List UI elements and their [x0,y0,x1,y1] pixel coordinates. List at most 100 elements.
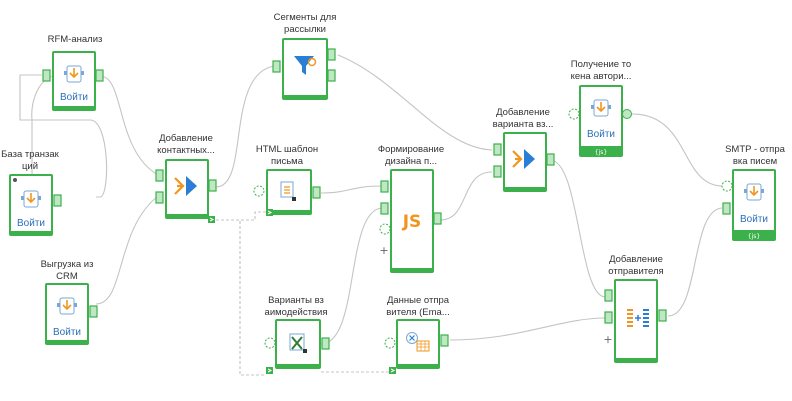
link-addvariant-addsender [549,159,606,298]
node-crm-title-1: Выгрузка из [41,259,94,270]
node-status-bar [580,146,622,156]
link-rfm-contacts [99,75,159,176]
expand-chevron-icon[interactable] [266,209,273,216]
node-smtp-title-2: вка писем [733,156,777,167]
node-variants-title-2: аимодействия [265,307,328,318]
input-port-empty[interactable] [568,108,580,120]
output-port[interactable] [312,186,321,199]
input-port[interactable] [722,202,731,215]
input-port[interactable] [380,202,389,215]
output-port[interactable] [327,69,336,82]
input-port[interactable] [493,143,502,156]
node-html-title-1: HTML шаблон [256,144,318,155]
node-add-sender[interactable]: Добавление отправителя + [603,254,667,363]
node-html-template[interactable]: HTML шаблон письма [253,144,321,216]
links [19,54,723,376]
node-sender-title-2: вителя (Ema... [386,307,450,318]
service-icon [591,99,611,117]
node-design-title-2: дизайна п... [385,156,437,167]
node-smtp[interactable]: SMTP - отпра вка писем {js} Войти [721,144,786,241]
node-status-bar [391,268,433,272]
merge-icon [174,176,197,196]
node-html-title-2: письма [271,156,304,167]
login-button[interactable]: Войти [60,92,88,103]
settings-dot-icon [13,178,17,182]
node-add-variant[interactable]: Добавление варианта вз... [493,107,555,192]
expand-chevron-icon[interactable] [208,216,215,223]
input-port-empty[interactable] [721,180,733,192]
output-port[interactable] [658,309,667,322]
node-status-bar [53,106,95,110]
node-segments[interactable]: Сегменты для рассылки [272,12,337,100]
node-transactions-title-1: База транзак [1,149,59,160]
link-crm-contacts [95,195,159,305]
node-rfm[interactable]: RFM-анализ Войти [42,34,104,111]
output-port[interactable] [546,153,555,166]
link-sender-addsender [449,317,606,341]
service-icon [57,297,77,315]
link-contacts-html [216,211,266,221]
node-contacts[interactable]: Добавление контактных... [155,133,217,223]
add-port-icon[interactable]: + [379,244,388,257]
node-transactions-title-2: ций [22,161,38,172]
merge-icon [512,149,535,169]
input-port[interactable] [42,69,51,82]
expand-chevron-icon[interactable] [266,367,273,374]
excel-table-icon [406,332,430,352]
add-port-icon[interactable]: + [603,333,612,346]
login-button[interactable]: Войти [17,218,45,229]
output-port[interactable] [53,194,62,207]
node-smtp-box[interactable] [732,169,776,241]
node-status-bar [166,214,208,218]
node-segments-title-2: рассылки [284,24,326,35]
output-port[interactable] [622,109,632,119]
login-button[interactable]: Войти [587,129,615,140]
node-crm-title-2: CRM [56,271,78,282]
link-transactions-loop [19,74,108,198]
input-port[interactable] [155,191,164,204]
node-status-bar [46,340,88,344]
node-addsender-box[interactable] [614,279,658,363]
node-transactions[interactable]: База транзак ций Войти [1,149,62,236]
service-icon [21,190,41,208]
input-port-empty[interactable] [384,337,396,349]
input-port[interactable] [272,60,281,73]
login-button[interactable]: Войти [53,327,81,338]
node-token[interactable]: Получение то кена автори... {js} Войти [568,59,632,157]
node-contacts-title-2: контактных... [157,145,215,156]
link-design-addvariant [439,171,493,221]
node-crm[interactable]: Выгрузка из CRM Войти [41,259,98,345]
output-port[interactable] [95,69,104,82]
input-port[interactable] [155,169,164,182]
output-port[interactable] [440,334,449,347]
output-port[interactable] [89,305,98,318]
document-icon [280,181,296,201]
expand-chevron-icon[interactable] [389,367,396,374]
node-design[interactable]: Формирование дизайна п... + JS [378,144,444,273]
node-token-title-1: Получение то [571,59,631,70]
node-status-bar [276,364,320,368]
input-port[interactable] [604,311,613,324]
node-status-bar [283,95,327,99]
link-variants-design [320,207,383,345]
node-token-box[interactable] [579,85,623,157]
output-port[interactable] [321,337,330,350]
input-port-empty[interactable] [253,185,265,197]
output-port[interactable] [327,48,336,61]
output-port[interactable] [433,212,442,225]
input-port[interactable] [604,289,613,302]
filter-icon [294,56,317,75]
node-segments-title-1: Сегменты для [274,12,337,23]
node-variants-title-1: Варианты вз [268,295,324,306]
input-port-empty[interactable] [264,337,276,349]
node-status-bar [10,231,52,235]
input-port[interactable] [493,165,502,178]
input-port[interactable] [380,180,389,193]
output-port[interactable] [208,179,217,192]
input-port-empty[interactable] [379,223,391,235]
login-button[interactable]: Войти [740,214,768,225]
node-variants[interactable]: Варианты вз аимодействия [264,295,330,374]
node-sender-data[interactable]: Данные отпра вителя (Ema... [384,295,450,374]
link-token-smtp [631,113,723,187]
